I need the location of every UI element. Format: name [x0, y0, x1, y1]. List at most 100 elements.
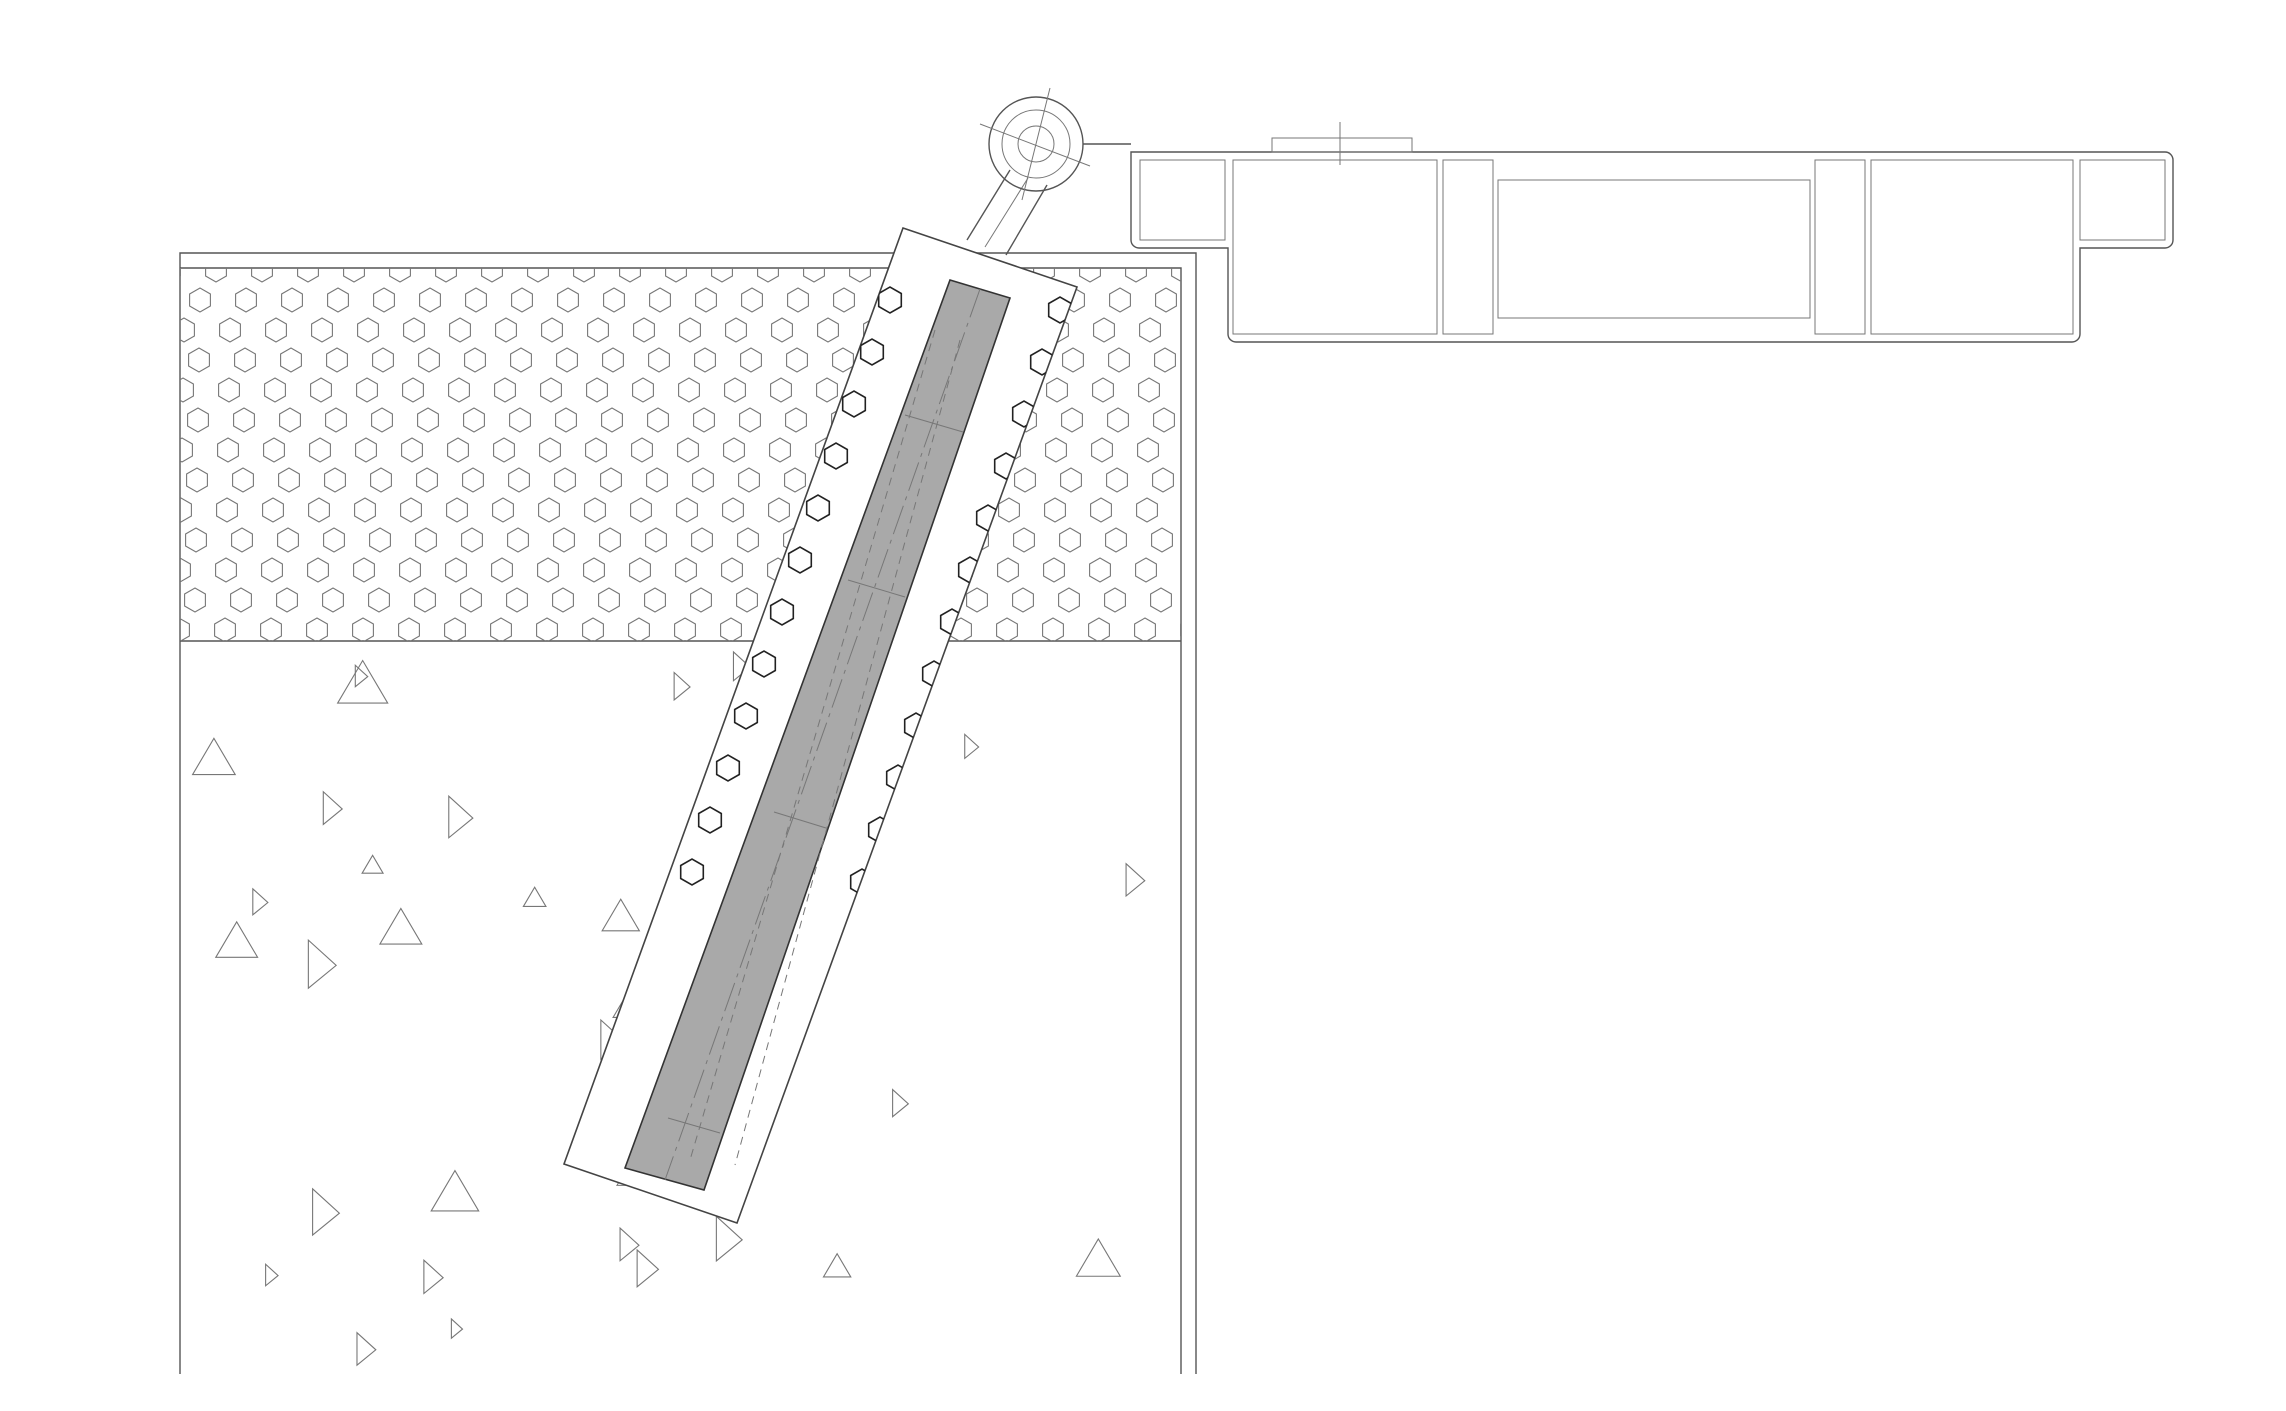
- hexagon-hatch-mark: [603, 287, 625, 313]
- hexagon-hatch-mark: [189, 287, 211, 313]
- hexagon-hatch-mark: [372, 347, 394, 373]
- hexagon-hatch-mark: [679, 858, 705, 886]
- hexagon-hatch-mark: [353, 557, 375, 583]
- hexagon-hatch-mark: [460, 587, 482, 613]
- hexagon-hatch-mark: [180, 437, 193, 463]
- hexagon-hatch-mark: [648, 347, 670, 373]
- hexagon-hatch-mark: [540, 377, 562, 403]
- hexagon-hatch-mark: [537, 557, 559, 583]
- hexagon-hatch-mark: [723, 437, 745, 463]
- hexagon-hatch-mark: [233, 407, 255, 433]
- hexagon-hatch-mark: [389, 268, 411, 283]
- hexagon-hatch-mark: [966, 587, 988, 613]
- hexagon-hatch-mark: [370, 467, 392, 493]
- hexagon-hatch-mark: [1134, 617, 1156, 641]
- hexagon-hatch-mark: [644, 587, 666, 613]
- hexagon-hatch-mark: [276, 587, 298, 613]
- hexagon-hatch-mark: [715, 754, 741, 782]
- hexagon-hatch-mark: [322, 587, 344, 613]
- hexagon-hatch-mark: [769, 437, 791, 463]
- hexagon-hatch-mark: [1155, 287, 1177, 313]
- hexagon-hatch-mark: [184, 648, 205, 672]
- hexagon-hatch-mark: [264, 377, 286, 403]
- hexagon-hatch-mark: [1043, 557, 1065, 583]
- hexagon-hatch-mark: [556, 347, 578, 373]
- hexagon-hatch-mark: [1046, 377, 1068, 403]
- hexagon-hatch-mark: [1183, 498, 1204, 522]
- hexagon-hatch-mark: [751, 650, 777, 678]
- hexagon-hatch-mark: [265, 317, 287, 343]
- hexagon-hatch-mark: [996, 617, 1018, 641]
- hexagon-hatch-mark: [600, 467, 622, 493]
- hexagon-hatch-mark: [1231, 378, 1252, 402]
- hexagon-hatch-mark: [998, 497, 1020, 523]
- triangle-hatch-mark: [673, 671, 691, 702]
- hexagon-hatch-mark: [262, 497, 284, 523]
- hexagon-hatch-mark: [649, 287, 671, 313]
- hexagon-hatch-mark: [538, 497, 560, 523]
- hexagon-hatch-mark: [841, 390, 867, 418]
- triangle-hatch-mark: [636, 1248, 660, 1288]
- hexagon-hatch-mark: [585, 437, 607, 463]
- hexagon-hatch-mark: [859, 338, 885, 366]
- hexagon-hatch-mark: [306, 617, 328, 641]
- hexagon-hatch-mark: [1139, 317, 1161, 343]
- hexagon-hatch-mark: [770, 377, 792, 403]
- hexagon-hatch-mark: [325, 407, 347, 433]
- hexagon-hatch-mark: [1150, 648, 1171, 672]
- hexagon-hatch-mark: [711, 268, 733, 283]
- hexagon-hatch-mark: [737, 527, 759, 553]
- hexagon-hatch-mark: [644, 648, 665, 672]
- hexagon-hatch-mark: [352, 617, 374, 641]
- hexagon-hatch-mark: [491, 557, 513, 583]
- hexagon-hatch-mark: [180, 317, 195, 343]
- hexagon-hatch-mark: [823, 442, 849, 470]
- hexagon-hatch-mark: [1088, 617, 1110, 641]
- hexagon-hatch-mark: [1062, 347, 1084, 373]
- hexagon-hatch-mark: [419, 287, 441, 313]
- triangle-hatch-mark: [307, 938, 338, 990]
- hexagon-hatch-mark: [357, 317, 379, 343]
- hexagon-hatch-mark: [217, 437, 239, 463]
- hexagon-hatch-mark: [1109, 287, 1131, 313]
- triangle-hatch-mark: [312, 1187, 341, 1237]
- hexagon-hatch-mark: [1014, 467, 1036, 493]
- hexagon-hatch-mark: [369, 527, 391, 553]
- hexagon-hatch-mark: [506, 587, 528, 613]
- hexagon-hatch-mark: [631, 437, 653, 463]
- hexagon-hatch-mark: [697, 806, 723, 834]
- hexagon-hatch-mark: [231, 527, 253, 553]
- hexagon-hatch-mark: [1196, 648, 1217, 672]
- hexagon-hatch-mark: [1246, 408, 1267, 432]
- hexagon-hatch-mark: [460, 648, 481, 672]
- triangle-hatch-mark: [430, 1169, 480, 1212]
- hexagon-hatch-mark: [1044, 497, 1066, 523]
- hexagon-hatch-mark: [757, 268, 779, 283]
- hexagon-hatch-mark: [492, 497, 514, 523]
- hexagon-hatch-mark: [1248, 288, 1269, 312]
- hexagon-hatch-mark: [326, 347, 348, 373]
- hexagon-hatch-mark: [464, 347, 486, 373]
- hexagon-hatch-mark: [463, 407, 485, 433]
- hexagon-hatch-mark: [297, 268, 319, 283]
- hexagon-hatch-mark: [805, 494, 831, 522]
- hexagon-hatch-mark: [1079, 268, 1101, 283]
- hexagon-hatch-mark: [1185, 378, 1206, 402]
- triangle-hatch-mark: [1075, 1237, 1122, 1277]
- hexagon-hatch-mark: [693, 407, 715, 433]
- hexagon-hatch-mark: [645, 527, 667, 553]
- hexagon-hatch-mark: [690, 648, 711, 672]
- hexagon-hatch-mark: [1107, 407, 1129, 433]
- hexagon-hatch-mark: [1061, 407, 1083, 433]
- hexagon-hatch-mark: [1058, 587, 1080, 613]
- hexagon-hatch-mark: [665, 268, 687, 283]
- hexagon-hatch-mark: [461, 527, 483, 553]
- hexagon-hatch-mark: [445, 557, 467, 583]
- hexagon-hatch-mark: [1104, 587, 1126, 613]
- hexagon-hatch-mark: [1089, 557, 1111, 583]
- hexagon-hatch-mark: [1060, 467, 1082, 493]
- hexagon-hatch-mark: [741, 287, 763, 313]
- hexagon-hatch-mark: [553, 527, 575, 553]
- hexagon-hatch-mark: [679, 317, 701, 343]
- hexagon-hatch-mark: [401, 437, 423, 463]
